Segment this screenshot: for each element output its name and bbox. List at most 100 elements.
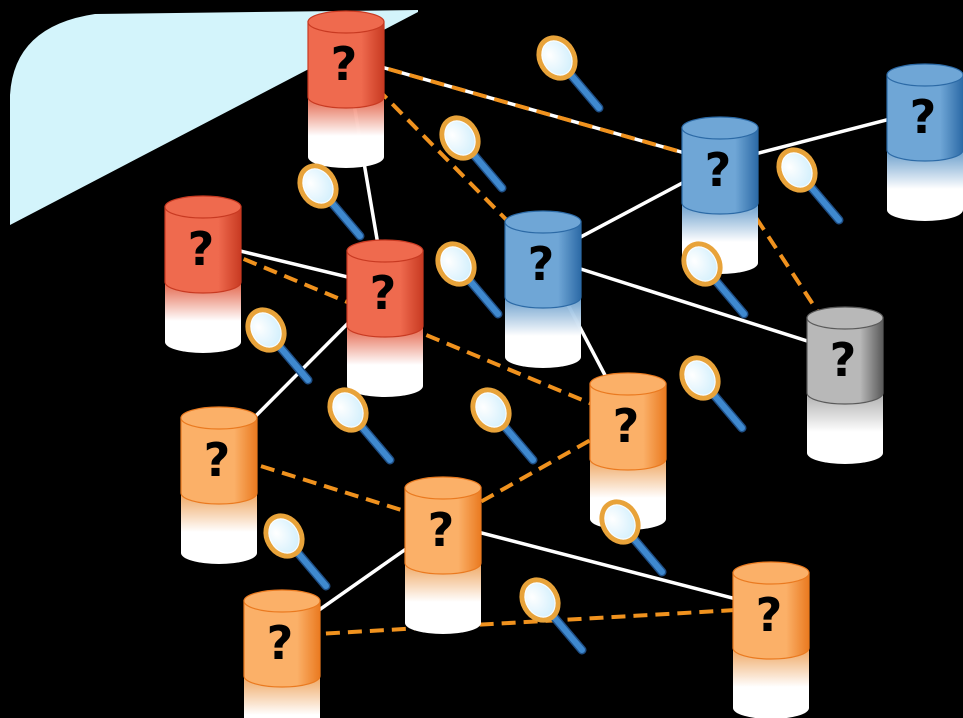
magnifier-lens bbox=[263, 513, 305, 559]
db-orange-center-body bbox=[404, 487, 482, 575]
db-orange-center-unknown-mark: ? bbox=[428, 503, 455, 557]
db-red-center-unknown-mark: ? bbox=[370, 266, 397, 320]
db-blue-center-database-icon: ? bbox=[504, 210, 582, 368]
magnifier-lens-shine bbox=[268, 518, 300, 554]
db-orange-left-database-icon: ? bbox=[180, 406, 258, 564]
db-red-center-body bbox=[346, 250, 424, 338]
magnifier-handle bbox=[471, 152, 505, 191]
db-orange-bottom-right-database-icon: ? bbox=[732, 561, 810, 718]
magnifier-handle bbox=[295, 550, 329, 589]
db-gray-right-reflection bbox=[807, 393, 883, 464]
db-blue-center-top-cap bbox=[504, 210, 582, 234]
db-blue-center-unknown-mark: ? bbox=[528, 237, 555, 291]
db-orange-bottom-left-top-cap bbox=[243, 589, 321, 613]
solid-link-db-blue-center-to-db-gray-right bbox=[542, 255, 846, 355]
magnifier-icon bbox=[519, 577, 587, 655]
magnifier-lens-shine bbox=[781, 152, 813, 188]
magnifier-lens-shine bbox=[604, 504, 636, 540]
magnifier-icon bbox=[435, 241, 503, 319]
magnifier-lens bbox=[435, 241, 477, 287]
db-orange-mid-top-cap bbox=[589, 372, 667, 396]
db-blue-center-reflection bbox=[505, 297, 581, 368]
dashed-link-db-orange-bottom-left-to-db-orange-bottom-right bbox=[281, 606, 772, 638]
magnifier-icon bbox=[776, 147, 844, 225]
magnifier-lens bbox=[439, 115, 481, 161]
magnifier-lens bbox=[679, 355, 721, 401]
db-red-center-reflection bbox=[347, 326, 423, 397]
db-orange-center-top-cap bbox=[404, 476, 482, 500]
db-orange-bottom-left-body bbox=[243, 600, 321, 688]
db-orange-bottom-right-unknown-mark: ? bbox=[756, 588, 783, 642]
db-red-left-database-icon: ? bbox=[164, 195, 242, 353]
magnifier-icon bbox=[679, 355, 747, 433]
magnifier-handle bbox=[502, 424, 536, 463]
db-gray-right-database-icon: ? bbox=[806, 306, 884, 464]
db-blue-right-reflection bbox=[887, 150, 963, 221]
db-red-top-top-cap bbox=[307, 10, 385, 34]
db-orange-mid-body bbox=[589, 383, 667, 471]
db-orange-left-reflection bbox=[181, 493, 257, 564]
magnifier-handle bbox=[329, 200, 363, 239]
db-orange-left-unknown-mark: ? bbox=[204, 433, 231, 487]
magnifier-lens bbox=[470, 387, 512, 433]
db-red-left-unknown-mark: ? bbox=[188, 222, 215, 276]
magnifier-lens-shine bbox=[524, 582, 556, 618]
magnifier-icon bbox=[297, 163, 365, 241]
magnifier-lens-shine bbox=[302, 168, 334, 204]
db-orange-left-top-cap bbox=[180, 406, 258, 430]
db-red-center-database-icon: ? bbox=[346, 239, 424, 397]
magnifier-handle bbox=[551, 614, 585, 653]
solid-link-db-red-top-to-db-blue-mid bbox=[345, 55, 721, 165]
magnifier-lens-shine bbox=[684, 360, 716, 396]
magnifier-handle bbox=[277, 344, 311, 383]
magnifier-icon bbox=[681, 241, 749, 319]
magnifier-lens-shine bbox=[541, 40, 573, 76]
magnifier-handle bbox=[808, 184, 842, 223]
magnifier-lens bbox=[776, 147, 818, 193]
db-blue-right-database-icon: ? bbox=[886, 63, 963, 221]
magnifier-icon bbox=[536, 35, 604, 113]
magnifier-lens bbox=[297, 163, 339, 209]
db-blue-right-top-cap bbox=[886, 63, 963, 87]
magnifier-lens bbox=[519, 577, 561, 623]
db-gray-right-body bbox=[806, 317, 884, 405]
magnifier-icon bbox=[245, 307, 313, 385]
db-orange-bottom-right-top-cap bbox=[732, 561, 810, 585]
db-orange-bottom-right-body bbox=[732, 572, 810, 660]
db-red-top-body bbox=[307, 21, 385, 109]
magnifier-handle bbox=[467, 278, 501, 317]
db-red-left-reflection bbox=[165, 282, 241, 353]
db-gray-right-top-cap bbox=[806, 306, 884, 330]
db-blue-center-body bbox=[504, 221, 582, 309]
magnifier-lens-shine bbox=[444, 120, 476, 156]
magnifier-lens-shine bbox=[440, 246, 472, 282]
solid-link-db-orange-center-to-db-orange-bottom-right bbox=[442, 521, 772, 610]
magnifier-handle bbox=[359, 424, 393, 463]
magnifier-lens bbox=[599, 499, 641, 545]
dashed-link-db-orange-left-to-db-orange-center bbox=[218, 451, 444, 525]
databases-layer: ???????????? bbox=[164, 10, 963, 718]
db-gray-right-unknown-mark: ? bbox=[830, 333, 857, 387]
db-red-center-top-cap bbox=[346, 239, 424, 263]
magnifier-lens bbox=[327, 387, 369, 433]
db-orange-mid-unknown-mark: ? bbox=[613, 399, 640, 453]
db-red-left-body bbox=[164, 206, 242, 294]
db-red-top-reflection bbox=[308, 97, 384, 168]
db-orange-center-database-icon: ? bbox=[404, 476, 482, 634]
db-blue-mid-top-cap bbox=[681, 116, 759, 140]
db-orange-bottom-left-reflection bbox=[244, 676, 320, 718]
magnifier-icon bbox=[263, 513, 331, 591]
magnifiers-layer bbox=[245, 35, 844, 655]
db-red-top-unknown-mark: ? bbox=[331, 37, 358, 91]
magnifier-handle bbox=[631, 536, 665, 575]
db-blue-right-unknown-mark: ? bbox=[910, 90, 937, 144]
db-orange-bottom-right-reflection bbox=[733, 648, 809, 718]
magnifier-lens-shine bbox=[250, 312, 282, 348]
magnifier-lens-shine bbox=[686, 246, 718, 282]
magnifier-lens-shine bbox=[332, 392, 364, 428]
db-red-left-top-cap bbox=[164, 195, 242, 219]
magnifier-lens bbox=[536, 35, 578, 81]
db-blue-mid-body bbox=[681, 127, 759, 215]
